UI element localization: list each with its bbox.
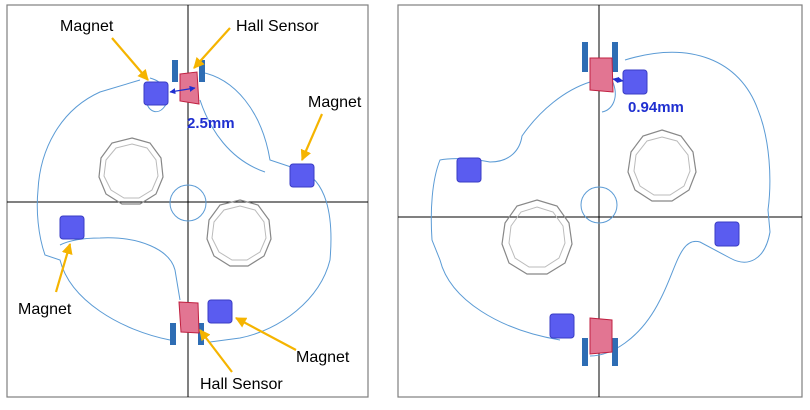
right-magnet-top: [622, 69, 648, 95]
label-hall-sensor-bottom: Hall Sensor: [200, 376, 283, 393]
left-bore-top: [98, 137, 164, 205]
right-hall-sensor-bottom: [589, 317, 613, 355]
arrow-magnet-bottom-right: [235, 317, 297, 351]
label-magnet-right: Magnet: [308, 94, 362, 111]
left-pole-bottom-a: [170, 323, 176, 345]
right-gap-arrow: [612, 76, 624, 84]
right-magnet-bottom: [549, 313, 575, 339]
left-panel: 2.5mm Magnet Hall Sensor Magnet Magnet M…: [6, 4, 369, 398]
right-gap-label: 0.94mm: [628, 99, 684, 116]
label-magnet-left: Magnet: [18, 301, 72, 318]
left-magnet-top: [143, 81, 169, 106]
left-hall-sensor-bottom: [178, 301, 200, 334]
left-shaft-circle: [169, 184, 207, 222]
right-pole-bottom-a: [582, 338, 588, 366]
arrow-hall-sensor-bottom: [199, 329, 233, 373]
left-gap-arrow: [169, 85, 196, 95]
left-pole-top-a: [172, 60, 178, 82]
right-bore-top: [627, 129, 697, 202]
right-magnet-right: [714, 221, 740, 247]
left-magnet-bottom: [207, 299, 233, 324]
right-shaft-circle: [580, 186, 618, 224]
left-gap-label: 2.5mm: [187, 115, 235, 132]
left-magnet-left: [59, 215, 85, 240]
arrow-magnet-top-left: [111, 37, 149, 81]
right-pole-top-a: [582, 42, 588, 72]
right-rotor-inner: [601, 79, 616, 113]
label-magnet-bottom-right: Magnet: [296, 349, 350, 366]
left-rotor-notch-2: [199, 99, 266, 173]
right-panel-frame: [397, 4, 803, 398]
left-rotor-outline: [36, 71, 332, 343]
right-magnet-left: [456, 157, 482, 183]
left-bore-bottom: [206, 199, 272, 267]
left-magnet-right: [289, 163, 315, 188]
right-pole-top-b: [612, 42, 618, 72]
arrow-magnet-left: [54, 242, 73, 293]
right-panel: 0.94mm: [397, 4, 803, 398]
left-pole-top-b: [199, 60, 205, 82]
label-magnet-top-left: Magnet: [60, 18, 114, 35]
right-bore-bottom: [501, 199, 573, 275]
right-pole-bottom-b: [612, 338, 618, 366]
label-hall-sensor-top: Hall Sensor: [236, 18, 319, 35]
left-rotor-notch: [59, 237, 181, 301]
left-hall-sensor-top: [179, 71, 200, 105]
arrow-hall-sensor-top: [193, 27, 231, 69]
right-rotor-outline: [430, 51, 771, 357]
arrow-magnet-right: [300, 113, 324, 162]
right-hall-sensor-top: [589, 57, 614, 93]
